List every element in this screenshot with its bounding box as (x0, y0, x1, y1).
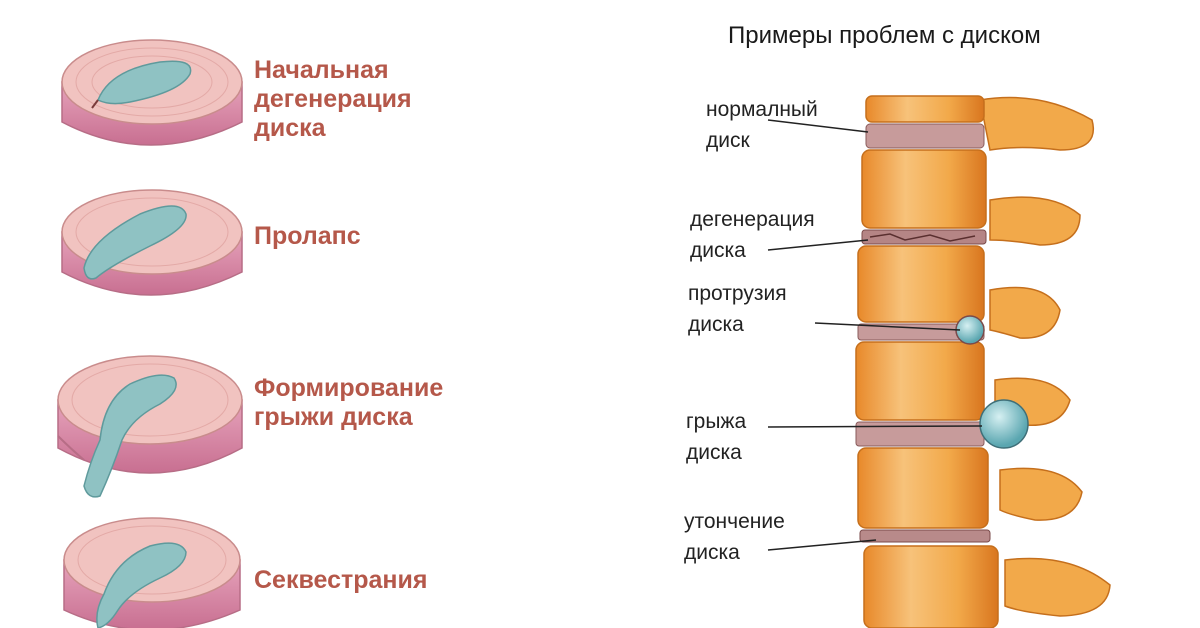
callout-disc-thinning: утончение диска (684, 510, 785, 564)
disc-stage-4 (63, 517, 241, 628)
callout-disc-degeneration: дегенерация диска (690, 208, 815, 262)
stage-label-sequestration: Секвестрания (254, 566, 428, 594)
stage-label-initial-degeneration: Начальная дегенерация диска (254, 56, 412, 142)
callout-disc-protrusion: протрузия диска (688, 282, 787, 336)
callout-disc-hernia: грыжа диска (686, 410, 747, 464)
callout-normal-disc: нормалный диск (706, 98, 818, 152)
spine-illustration (855, 95, 1111, 628)
disc-stage-1 (61, 39, 243, 146)
disc-stage-3 (57, 355, 243, 498)
page-title: Примеры проблем с диском (728, 22, 1041, 49)
disc-stage-2 (61, 189, 243, 296)
stage-label-prolapse: Пролапс (254, 222, 361, 250)
stage-label-hernia-formation: Формирование грыжи диска (254, 374, 444, 431)
leader-lines (767, 119, 983, 551)
